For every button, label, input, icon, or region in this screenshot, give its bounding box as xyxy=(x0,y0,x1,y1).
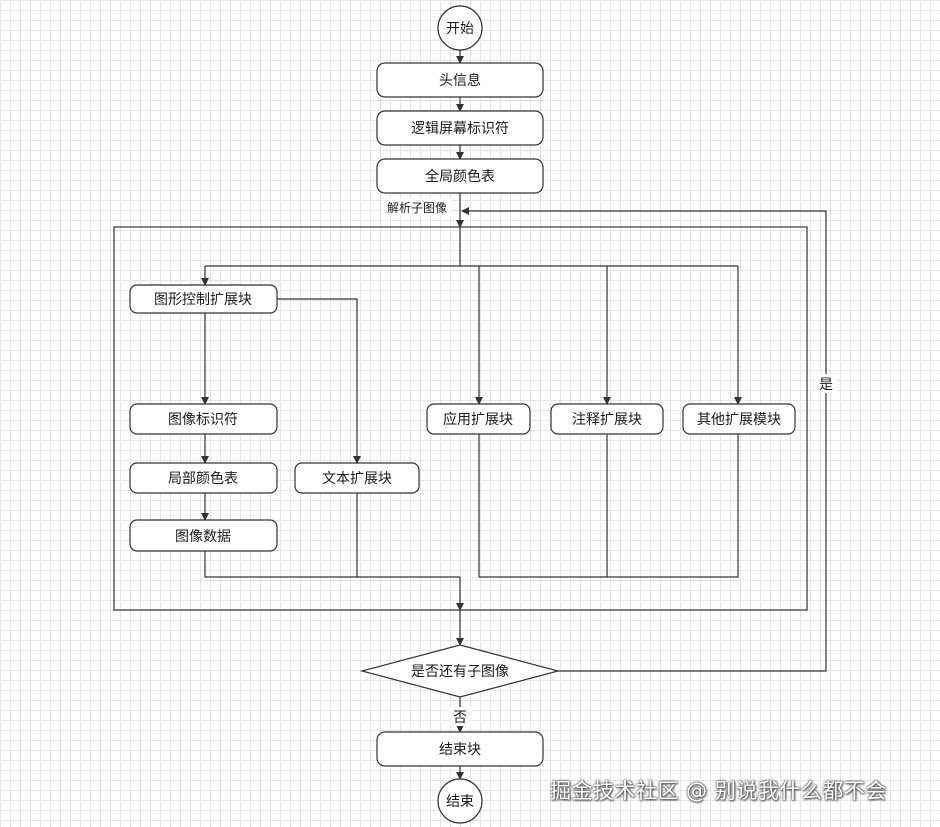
image-descriptor-label: 图像标识符 xyxy=(168,412,238,428)
application-extension-label: 应用扩展块 xyxy=(443,411,513,428)
comment-extension-label: 注释扩展块 xyxy=(572,412,642,428)
parse-label-bg xyxy=(382,199,452,216)
yes-label-bg xyxy=(815,374,837,393)
application-extension-node xyxy=(426,403,531,435)
gce-node xyxy=(129,284,278,314)
edge-ext-out xyxy=(478,434,739,578)
decision-label: 是否还有子图像 xyxy=(411,664,509,680)
image-data-node xyxy=(129,519,278,552)
image-descriptor-node xyxy=(129,403,278,435)
gct-node xyxy=(376,158,544,194)
comment-extension-node xyxy=(550,403,664,435)
text-extension-label: 文本扩展块 xyxy=(322,471,392,487)
lsd-node xyxy=(376,110,544,146)
header-node xyxy=(376,62,544,98)
edge-gce-text xyxy=(277,298,361,464)
lct-label: 局部颜色表 xyxy=(168,470,238,487)
watermark: 掘金技术社区 @ 别说我什么都不会 xyxy=(550,779,887,803)
lsd-label: 逻辑屏幕标识符 xyxy=(411,121,509,137)
no-label: 否 xyxy=(453,710,467,726)
text-extension-node xyxy=(294,462,420,494)
decision-node xyxy=(359,644,561,698)
no-label-bg xyxy=(449,707,471,726)
gct-label: 全局颜色表 xyxy=(425,168,495,185)
image-data-label: 图像数据 xyxy=(175,529,231,545)
yes-label: 是 xyxy=(819,377,833,393)
end-label: 结束 xyxy=(446,794,474,810)
start-label: 开始 xyxy=(446,21,474,37)
start-node xyxy=(437,5,483,51)
parse-sub-image-label: 解析子图像 xyxy=(387,201,447,215)
other-extension-label: 其他扩展模块 xyxy=(697,412,781,428)
lct-node xyxy=(129,462,278,494)
edge-imgdata-out xyxy=(204,551,460,578)
trailer-node xyxy=(376,731,544,767)
other-extension-node xyxy=(682,403,796,435)
edge-decision-yes-loop xyxy=(461,207,827,672)
header-label: 头信息 xyxy=(439,72,481,89)
gce-label: 图形控制扩展块 xyxy=(154,292,252,308)
end-node xyxy=(437,778,483,824)
trailer-label: 结束块 xyxy=(439,742,481,758)
